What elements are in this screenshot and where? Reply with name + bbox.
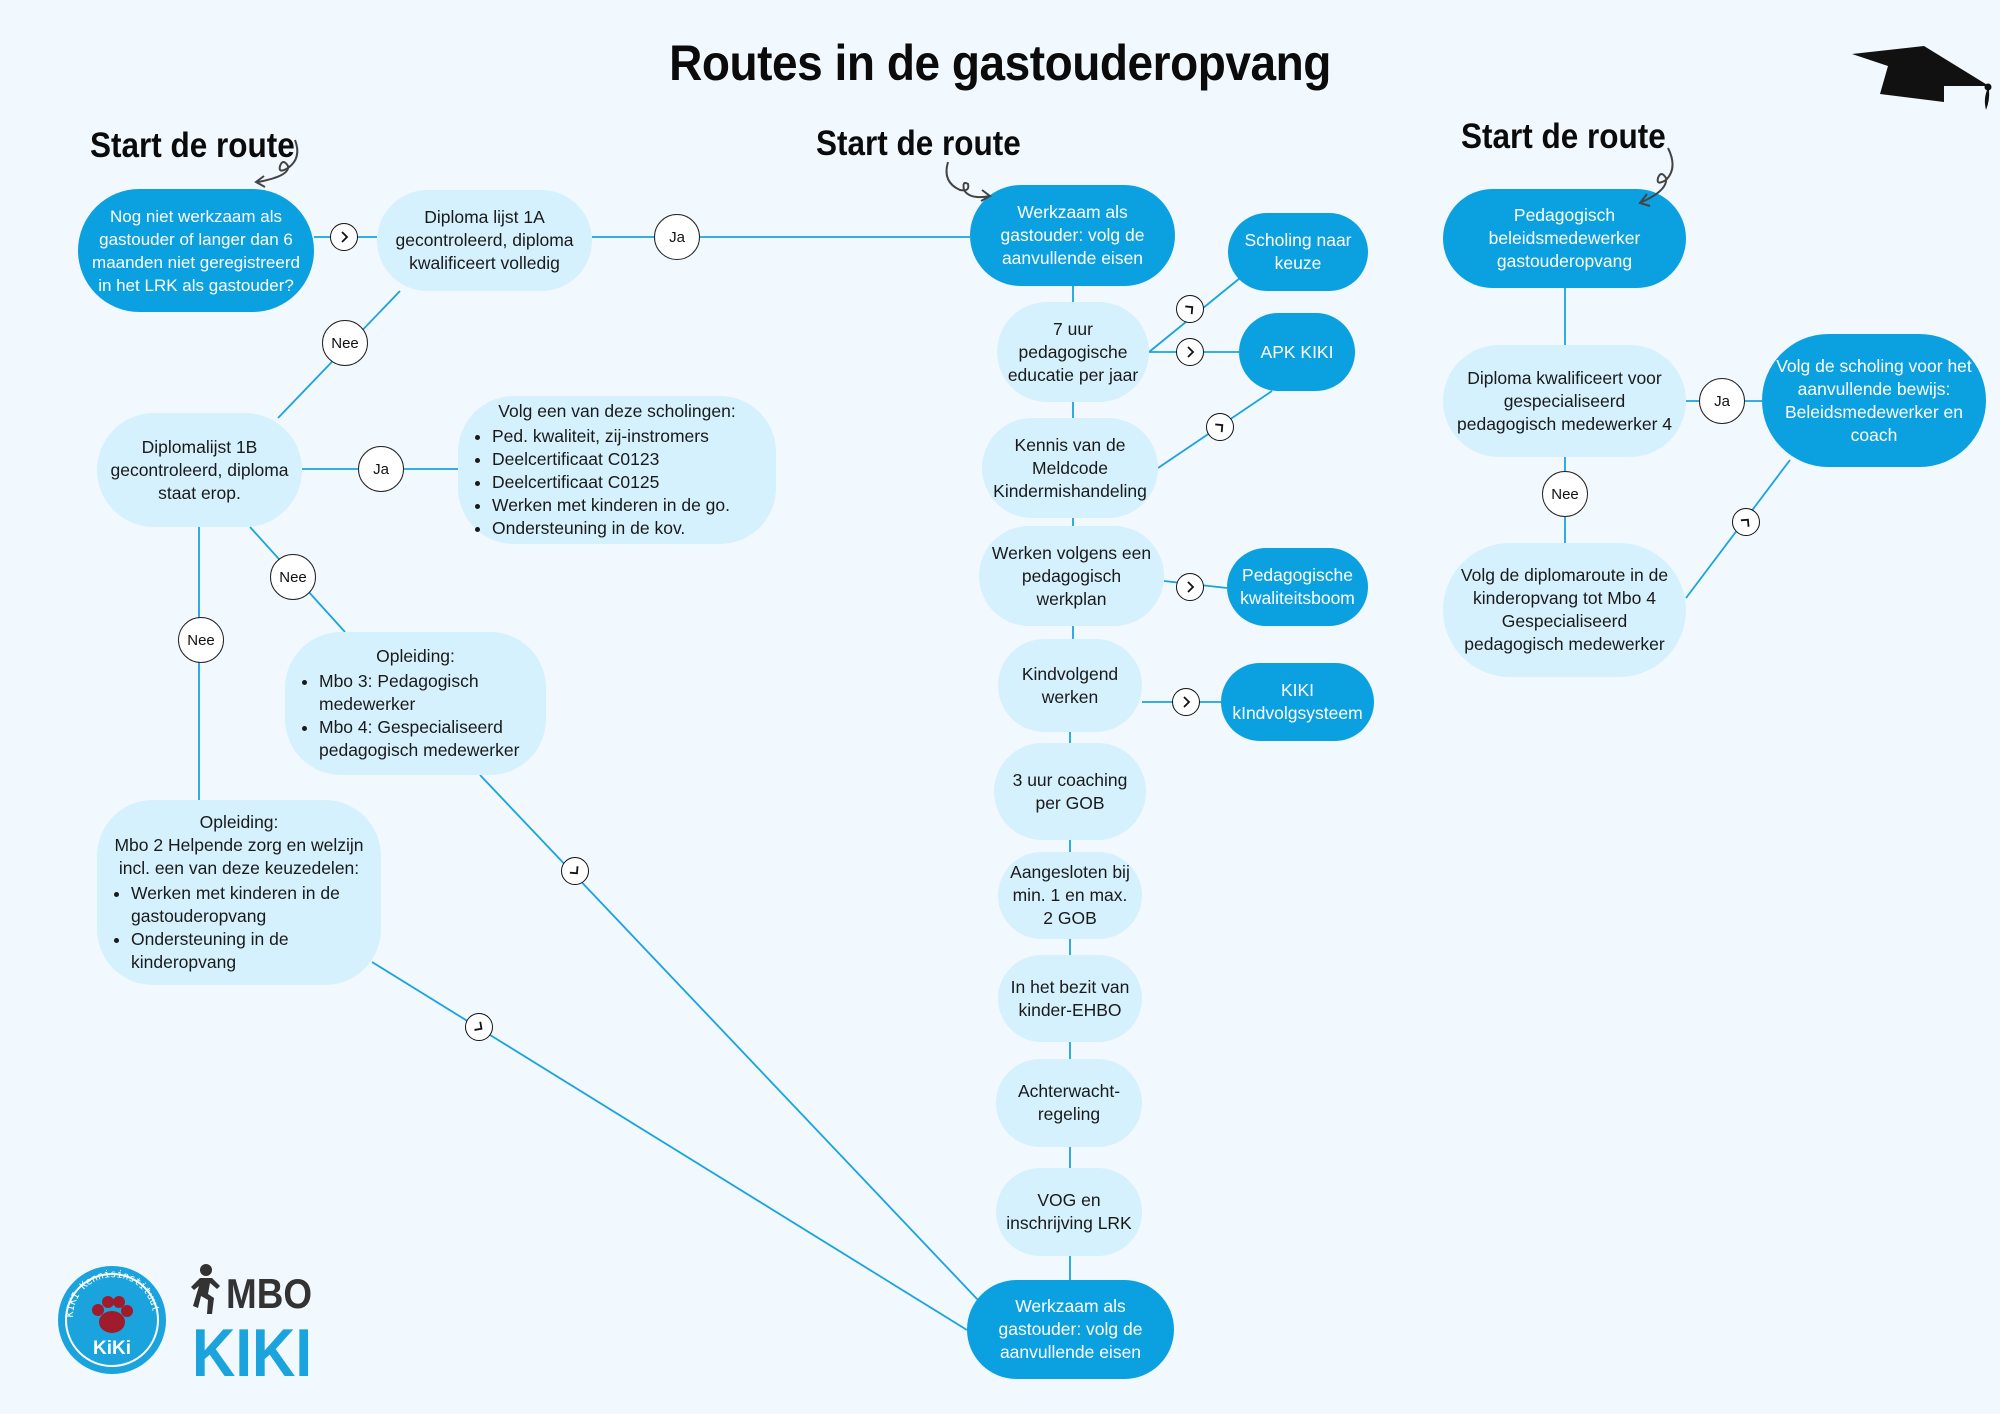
start-arrow-icon [1638, 147, 1674, 207]
node-ehbo: In het bezit van kinder-EHBO [998, 955, 1142, 1042]
node-werkzaam-top: Werkzaam als gastouder: volg de aanvulle… [970, 185, 1175, 286]
node-text: Volg de diplomaroute in de kinderopvang … [1460, 565, 1669, 654]
node-nog-niet-werkzaam: Nog niet werkzaam als gastouder of lange… [78, 189, 314, 312]
node-coaching: 3 uur coaching per GOB [994, 743, 1146, 840]
node-aangesloten: Aangesloten bij min. 1 en max. 2 GOB [998, 852, 1142, 939]
runner-icon [191, 1264, 220, 1314]
chevron-right-icon [330, 223, 358, 251]
node-text: Kindvolgend werken [1021, 663, 1119, 707]
node-heading: Volg een van deze scholingen: [498, 401, 736, 421]
start-label-left: Start de route [90, 126, 295, 165]
node-diplomaroute: Volg de diplomaroute in de kinderopvang … [1443, 543, 1686, 677]
list-item: Mbo 4: Gespecialiseerd pedagogisch medew… [319, 716, 530, 762]
node-text: Achterwacht-regeling [1017, 1081, 1121, 1124]
list-item: Mbo 3: Pedagogisch medewerker [319, 670, 530, 716]
node-opleiding-mbo2: Opleiding: Mbo 2 Helpende zorg en welzij… [97, 800, 381, 985]
node-text: 7 uur pedagogische educatie per jaar [1007, 318, 1139, 385]
node-text: Diploma lijst 1A gecontroleerd, diploma … [395, 207, 574, 273]
page-title: Routes in de gastouderopvang [669, 35, 1331, 91]
chevron-right-icon [1176, 573, 1204, 601]
connector-line [479, 774, 979, 1301]
node-text: KIKI kIndvolgsysteem [1232, 680, 1363, 723]
node-apk-kiki: APK KIKI [1239, 313, 1355, 391]
chevron-right-icon [1206, 413, 1234, 441]
node-text: In het bezit van kinder-EHBO [1010, 976, 1130, 1020]
node-achterwacht: Achterwacht-regeling [996, 1059, 1142, 1147]
node-meldcode: Kennis van de Meldcode Kindermishandelin… [982, 418, 1158, 518]
list-item: Werken met kinderen in de gastouderopvan… [131, 882, 341, 928]
node-heading: Opleiding: [376, 646, 455, 666]
node-kwaliteitsboom: Pedagogische kwaliteitsboom [1227, 548, 1368, 626]
mbo-logo-bottom: KIKI [192, 1315, 312, 1382]
node-text: Scholing naar keuze [1244, 230, 1352, 273]
connector-line [371, 961, 968, 1331]
node-text: Nog niet werkzaam als gastouder of lange… [92, 206, 300, 295]
node-text: APK KIKI [1260, 341, 1334, 362]
node-werkplan: Werken volgens een pedagogisch werkplan [979, 526, 1164, 626]
chevron-right-icon [1176, 295, 1204, 323]
chevron-right-icon [561, 857, 589, 885]
node-diplomalijst-1b: Diplomalijst 1B gecontroleerd, diploma s… [97, 413, 302, 527]
node-text: Werkzaam als gastouder: volg de aanvulle… [998, 1296, 1143, 1362]
node-kindvolgend: Kindvolgend werken [998, 639, 1142, 732]
list-item: Ondersteuning in de kinderopvang [131, 928, 341, 974]
start-arrow-icon [254, 139, 299, 188]
node-text: Aangesloten bij min. 1 en max. 2 GOB [1010, 862, 1130, 928]
opleiding-mbo34-list: Mbo 3: Pedagogisch medewerker Mbo 4: Ges… [295, 670, 536, 762]
node-diploma-gpm4: Diploma kwalificeert voor gespecialiseer… [1443, 345, 1686, 457]
badge-nee: Nee [178, 617, 224, 663]
chevron-right-icon [465, 1013, 493, 1041]
node-scholing-bewijs: Volg de scholing voor het aanvullende be… [1762, 334, 1986, 467]
node-zeven-uur: 7 uur pedagogische educatie per jaar [997, 302, 1149, 402]
chevron-right-icon [1172, 688, 1200, 716]
node-heading: Opleiding: [199, 812, 279, 832]
graduation-cap-icon [1852, 46, 1992, 110]
node-text: Diploma kwalificeert voor gespecialiseer… [1457, 367, 1672, 434]
kiki-logo-word: KiKi [93, 1338, 131, 1359]
badge-nee: Nee [270, 554, 316, 600]
node-text: Diplomalijst 1B gecontroleerd, diploma s… [110, 436, 289, 503]
start-label-center: Start de route [816, 124, 1021, 163]
badge-nee: Nee [1542, 471, 1588, 517]
badge-ja: Ja [654, 214, 700, 260]
node-scholingen: Volg een van deze scholingen: Ped. kwali… [458, 396, 776, 544]
node-subheading: Mbo 2 Helpende zorg en welzijn incl. een… [114, 835, 364, 878]
mbo-kiki-logo: MBO KIKI [191, 1264, 312, 1382]
list-item: Deelcertificaat C0125 [492, 471, 766, 494]
node-diploma-1a: Diploma lijst 1A gecontroleerd, diploma … [377, 190, 592, 291]
start-label-right: Start de route [1461, 117, 1666, 156]
scholingen-list: Ped. kwaliteit, zij-instromers Deelcerti… [468, 425, 766, 540]
node-text: Volg de scholing voor het aanvullende be… [1776, 355, 1972, 445]
node-vog: VOG en inschrijving LRK [996, 1168, 1142, 1256]
node-text: Werken volgens een pedagogisch werkplan [991, 542, 1152, 609]
badge-ja: Ja [1699, 378, 1745, 424]
node-text: VOG en inschrijving LRK [1006, 1190, 1132, 1233]
node-text: Pedagogische kwaliteitsboom [1240, 565, 1355, 608]
badge-nee: Nee [322, 320, 368, 366]
list-item: Deelcertificaat C0123 [492, 448, 766, 471]
list-item: Ondersteuning in de kov. [492, 517, 766, 540]
list-item: Werken met kinderen in de go. [492, 494, 766, 517]
chevron-right-icon [1176, 338, 1204, 366]
node-kindvolgsysteem: KIKI kIndvolgsysteem [1221, 663, 1374, 741]
node-text: 3 uur coaching per GOB [1012, 769, 1128, 813]
start-arrow-icon [945, 161, 992, 202]
kiki-kennisinstituut-logo: KIKI Kennisinstituut KiKi [58, 1266, 166, 1374]
node-text: Kennis van de Meldcode Kindermishandelin… [993, 434, 1147, 501]
node-werkzaam-bottom: Werkzaam als gastouder: volg de aanvulle… [967, 1280, 1174, 1379]
badge-ja: Ja [358, 446, 404, 492]
node-text: Pedagogisch beleidsmedewerker gastoudero… [1488, 205, 1641, 271]
paw-icon [92, 1296, 133, 1333]
node-scholing-keuze: Scholing naar keuze [1228, 213, 1368, 291]
list-item: Ped. kwaliteit, zij-instromers [492, 425, 766, 448]
node-text: Werkzaam als gastouder: volg de aanvulle… [1000, 202, 1145, 268]
mbo-logo-top: MBO [226, 1270, 312, 1317]
opleiding-mbo2-list: Werken met kinderen in de gastouderopvan… [107, 882, 371, 974]
chevron-right-icon [1732, 508, 1760, 536]
node-opleiding-mbo34: Opleiding: Mbo 3: Pedagogisch medewerker… [285, 632, 546, 775]
